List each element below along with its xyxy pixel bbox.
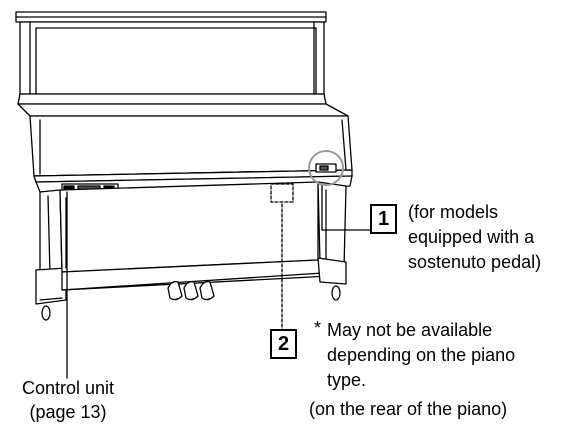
callout-2-asterisk: *: [314, 318, 322, 338]
piano-lower-cabinet: [59, 181, 339, 291]
piano-pedals: [167, 280, 215, 301]
callout-2-badge: 2: [270, 329, 297, 359]
piano-right-leg: [317, 181, 347, 301]
callout-1-badge: 1: [370, 204, 397, 234]
callout-2-note-line-2: depending on the piano: [327, 345, 516, 365]
piano-fallboard: [17, 93, 353, 193]
callout-1-note-line-3: sostenuto pedal): [408, 252, 542, 272]
part-1-highlight: [308, 150, 371, 231]
callout-2-note-line-3: type.: [327, 370, 367, 390]
callout-2-note-line-1: May not be available: [327, 320, 493, 340]
control-unit-page-ref: (page 13): [29, 402, 107, 422]
piano-left-leg: [35, 189, 67, 321]
callout-1-note-line-1: (for models: [408, 202, 499, 222]
callout-2-number: 2: [277, 333, 290, 355]
piano-top-lid: [15, 11, 327, 23]
piano-upper-cabinet: [19, 21, 325, 95]
callout-1-note-line-2: equipped with a: [408, 227, 535, 247]
callout-2-location-note: (on the rear of the piano): [309, 399, 508, 419]
control-unit-label: Control unit: [21, 378, 115, 398]
part-2-location: [270, 183, 294, 346]
callout-1-number: 1: [377, 208, 390, 230]
